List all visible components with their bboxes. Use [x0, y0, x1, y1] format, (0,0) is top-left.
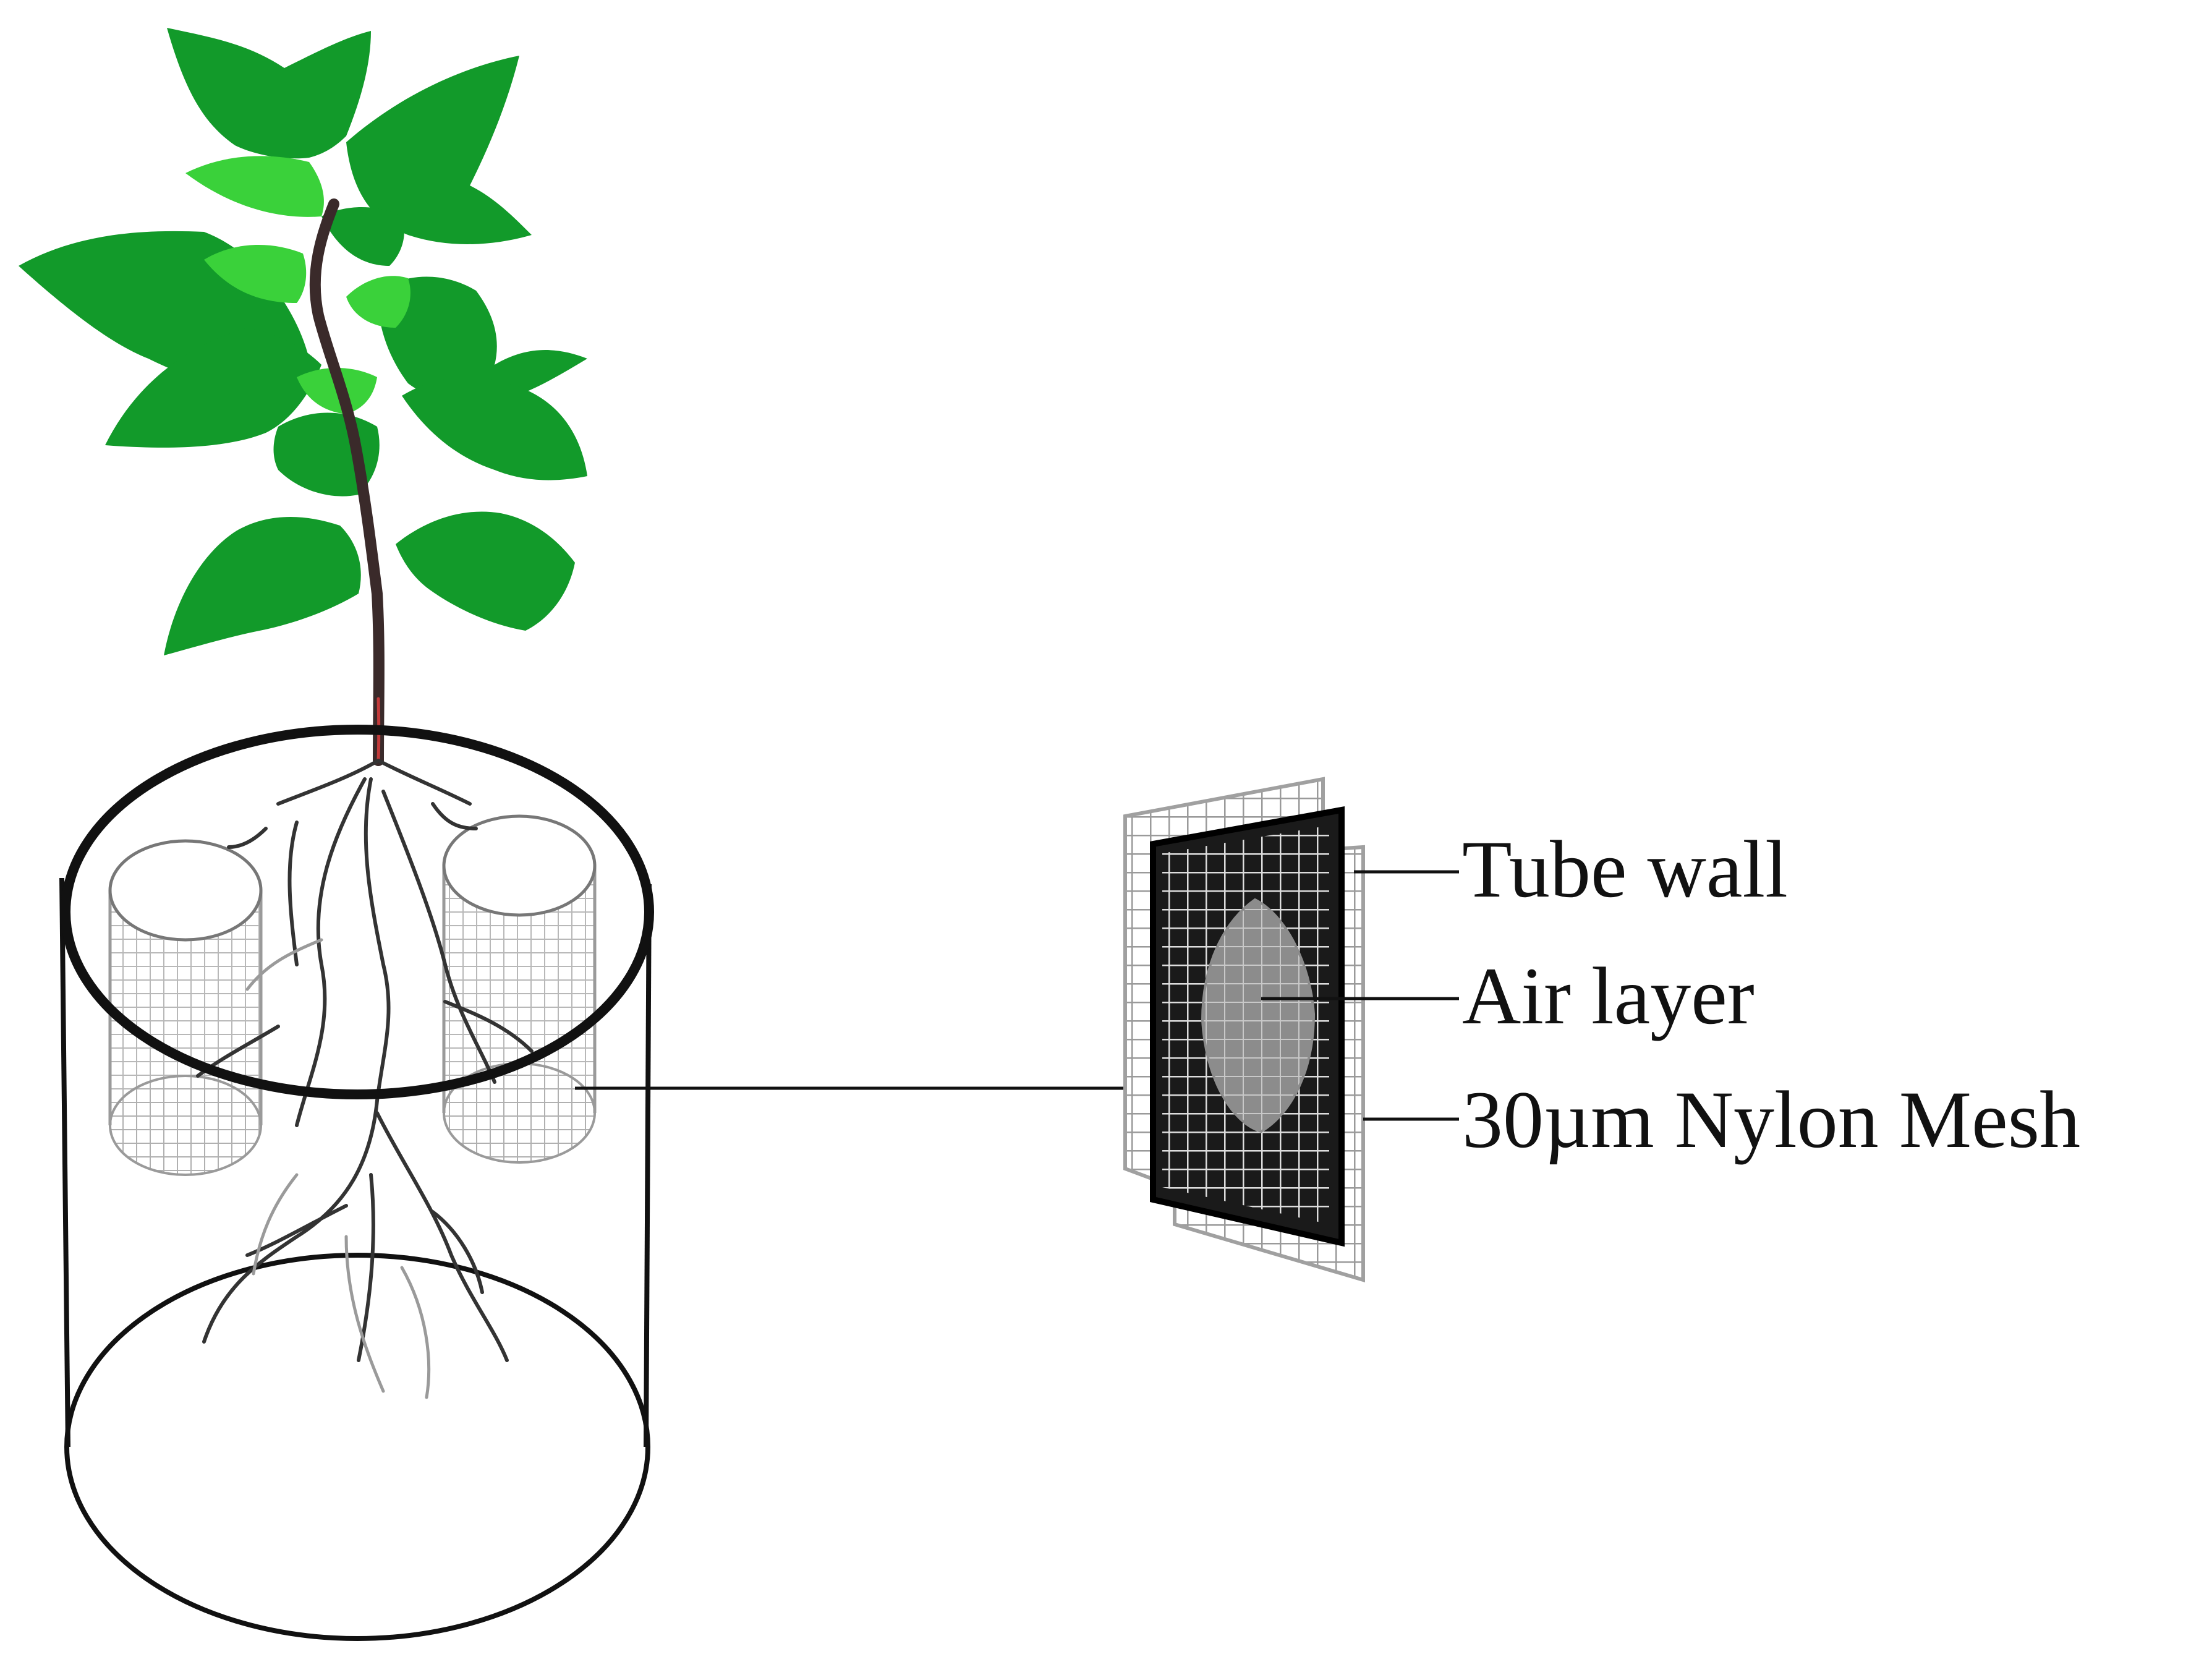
air-bubble [1201, 898, 1316, 1133]
leaf [346, 56, 532, 244]
stem [309, 198, 385, 766]
leaf [396, 511, 575, 631]
layer-detail [1123, 777, 1365, 1283]
tube [59, 877, 652, 1641]
plant [19, 28, 587, 766]
leaf [321, 207, 404, 266]
mesh-cylinder-left [108, 839, 263, 1176]
leaf [167, 28, 371, 159]
leaf [377, 276, 587, 404]
tube-right-wall [644, 884, 652, 1447]
leader-lines [1261, 870, 1459, 1121]
tube-left-wall [59, 877, 70, 1447]
label-nylon-mesh: 30µm Nylon Mesh [1462, 1074, 2080, 1165]
tube-top-rim [61, 725, 654, 1099]
label-air-layer: Air layer [1462, 950, 1755, 1041]
mesh-cylinder-right [442, 814, 597, 1164]
leaf [346, 276, 410, 328]
leaves [19, 28, 587, 655]
roots-faint [245, 938, 431, 1399]
leaf [164, 517, 361, 655]
tube-bottom-rim [64, 1253, 650, 1641]
leaf [204, 245, 307, 303]
label-tube-wall: Tube wall [1462, 824, 1788, 914]
leaf [402, 377, 587, 480]
leaf [105, 328, 321, 448]
roots [196, 759, 534, 1362]
leaf [185, 156, 324, 217]
